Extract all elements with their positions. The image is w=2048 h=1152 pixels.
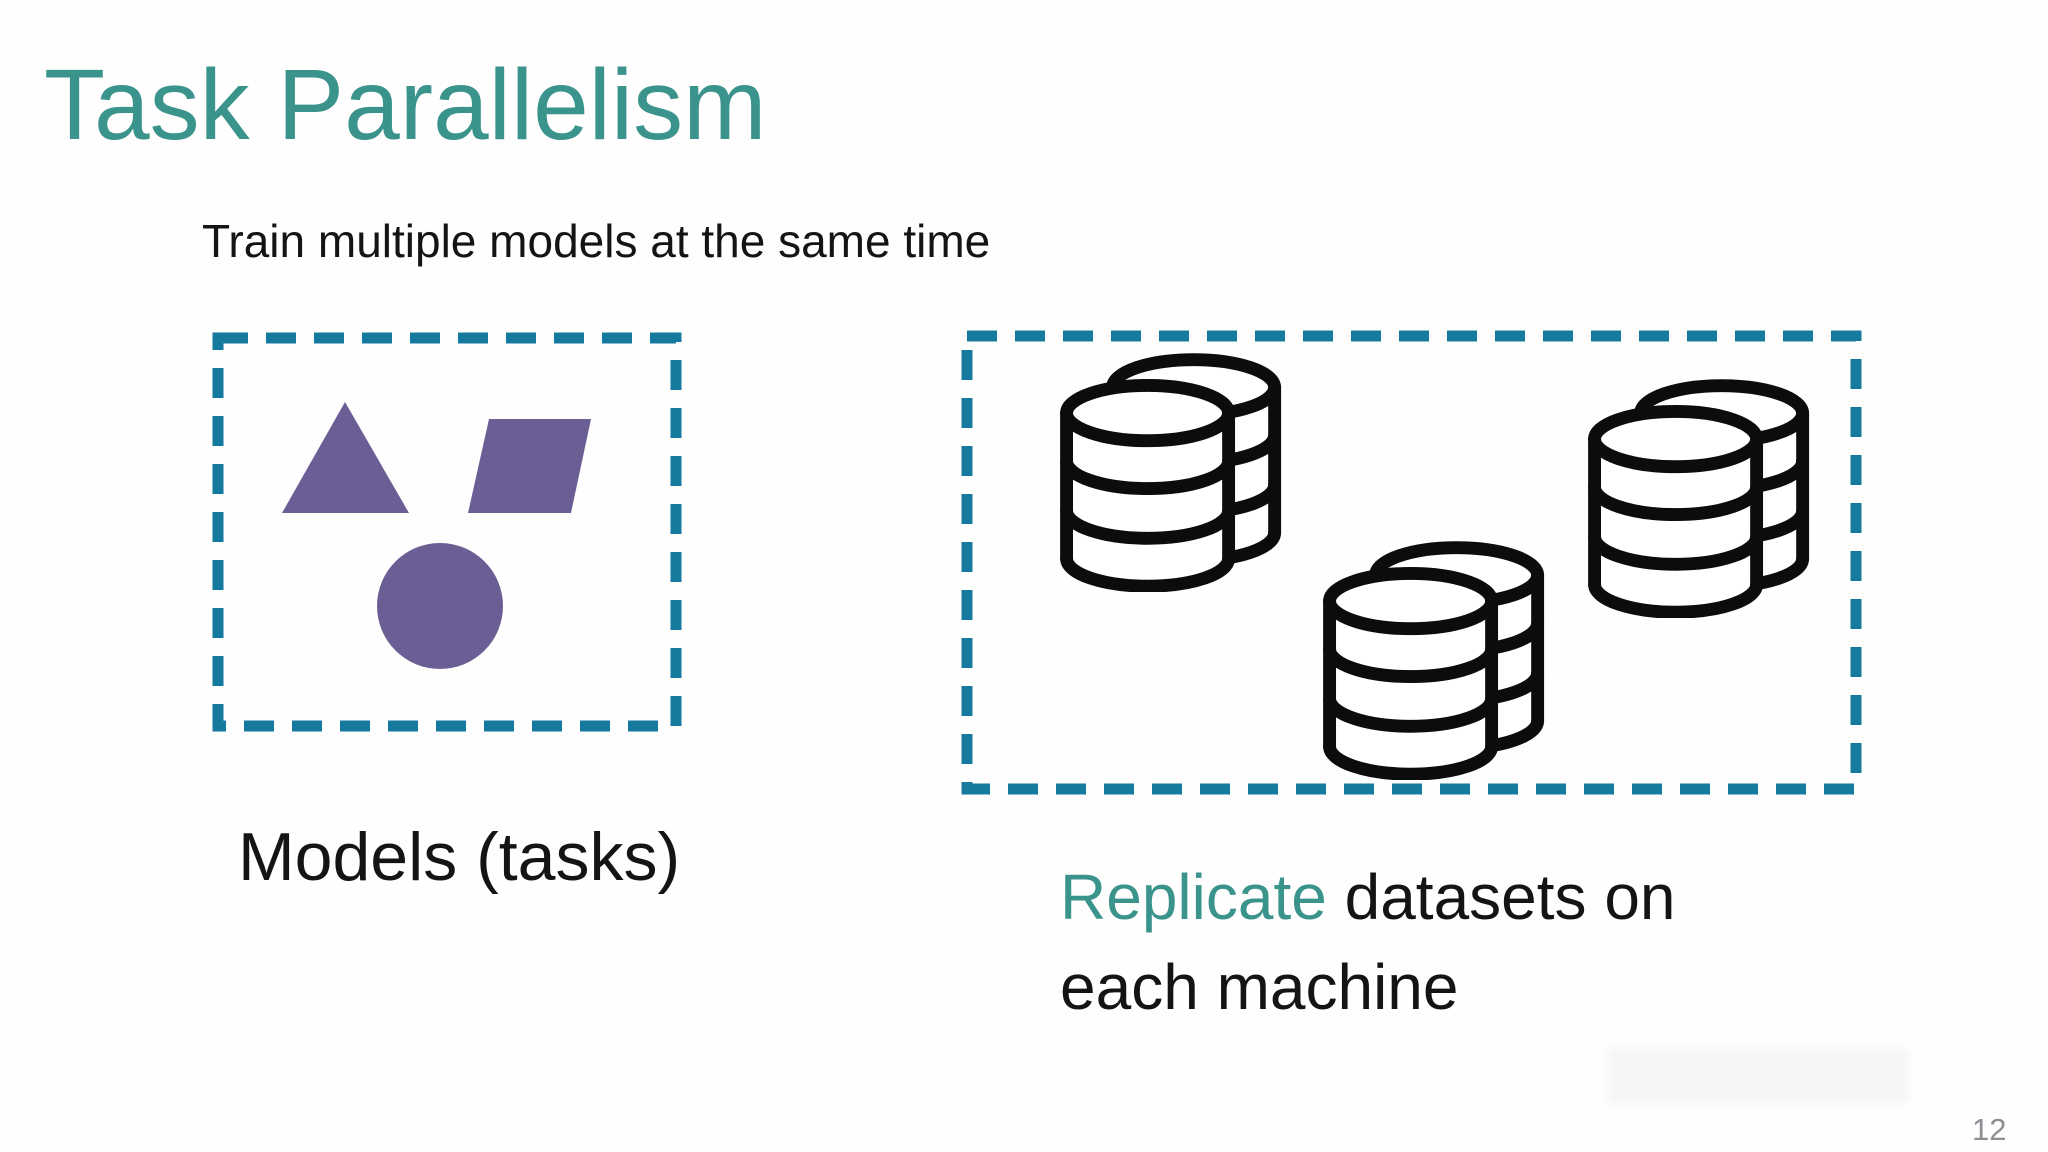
- caption-rest: datasets on: [1326, 861, 1676, 933]
- models-label: Models (tasks): [238, 819, 681, 895]
- datasets-caption: Replicate datasets on each machine: [1060, 852, 1676, 1032]
- parallelogram-model-icon: [468, 419, 591, 513]
- triangle-model-icon: [282, 402, 409, 513]
- database-stack-icon: [1313, 540, 1545, 780]
- page-number: 12: [1972, 1112, 2007, 1147]
- replicate-highlight: Replicate: [1060, 861, 1327, 933]
- slide-title: Task Parallelism: [44, 49, 767, 161]
- circle-model-icon: [377, 543, 503, 669]
- database-stack-icon: [1050, 352, 1282, 592]
- models-box-frame: [212, 332, 682, 732]
- database-stack-icon: [1578, 378, 1810, 618]
- datasets-box: [961, 330, 1862, 795]
- watermark-artifact: [1608, 1048, 1908, 1104]
- datasets-caption-line1: Replicate datasets on: [1060, 852, 1676, 942]
- datasets-box-frame: [961, 330, 1862, 795]
- models-box: [212, 332, 682, 732]
- slide-subtitle: Train multiple models at the same time: [202, 215, 991, 267]
- datasets-caption-line2: each machine: [1060, 951, 1459, 1023]
